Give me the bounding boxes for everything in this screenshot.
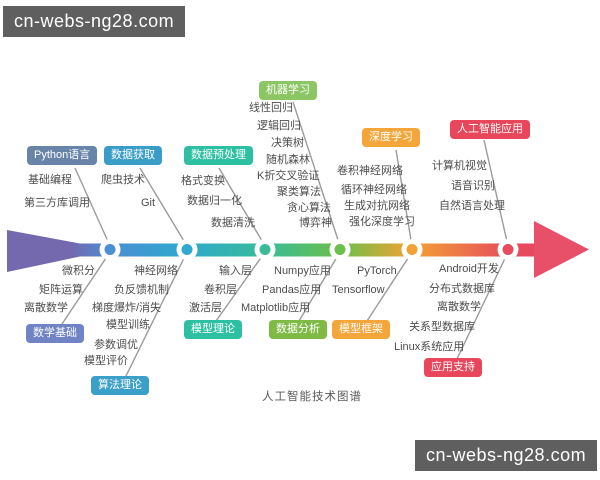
node-dot-2 — [181, 244, 193, 255]
item-matplotlib: Matplotlib应用 — [241, 302, 311, 314]
item-conv-layer: 卷积层 — [204, 284, 237, 296]
item-numpy: Numpy应用 — [274, 265, 331, 277]
item-parameter-tuning: 参数调优 — [94, 339, 138, 351]
rib-top-data-preprocessing — [218, 167, 266, 247]
item-neural-network: 神经网络 — [134, 265, 178, 277]
item-game-theory: 博弈神 — [299, 217, 332, 229]
item-linear-regression: 线性回归 — [249, 102, 293, 114]
item-relational-db: 关系型数据库 — [409, 321, 475, 333]
branch-label-math-foundation: 数学基础 — [26, 324, 84, 343]
item-nlp: 自然语言处理 — [439, 200, 505, 212]
branch-label-ai-application: 人工智能应用 — [450, 120, 530, 139]
item-android-dev: Android开发 — [439, 263, 499, 275]
branch-lines — [59, 101, 509, 379]
spine-bar — [70, 243, 537, 257]
node-dot-1 — [104, 244, 116, 255]
branch-label-app-support: 应用支持 — [424, 358, 482, 377]
rib-top-deep-learning — [395, 149, 413, 247]
item-gradient-explode-vanish: 梯度爆炸/消失 — [92, 302, 162, 314]
branch-label-machine-learning: 机器学习 — [259, 81, 317, 100]
item-greedy-algorithm: 贪心算法 — [287, 202, 331, 214]
item-tensorflow: Tensorflow — [332, 284, 385, 296]
rib-top-ai-application — [483, 139, 509, 247]
rib-top-machine-learning — [292, 101, 341, 247]
rib-bottom-data-analysis — [298, 251, 341, 322]
branch-label-data-analysis: 数据分析 — [269, 320, 327, 339]
item-third-party-libs: 第三方库调用 — [24, 197, 90, 209]
item-logistic-regression: 逻辑回归 — [257, 120, 301, 132]
branch-label-data-acquisition: 数据获取 — [104, 146, 162, 165]
item-calculus: 微积分 — [62, 265, 95, 277]
item-linux: Linux系统应用 — [394, 341, 465, 353]
item-basic-programming: 基础编程 — [28, 174, 72, 186]
item-deep-rl: 强化深度学习 — [349, 216, 415, 228]
item-format-transform: 格式变换 — [181, 175, 225, 187]
item-discrete-math: 离散数学 — [24, 302, 68, 314]
node-dot-6 — [502, 244, 514, 255]
item-decision-tree: 决策树 — [271, 137, 304, 149]
branch-label-model-framework: 模型框架 — [332, 320, 390, 339]
watermark-bottom-right: cn-webs-ng28.com — [415, 440, 598, 471]
branch-label-deep-learning: 深度学习 — [362, 128, 420, 147]
spine-tail — [7, 230, 80, 272]
item-pandas: Pandas应用 — [262, 284, 322, 296]
item-discrete-math-2: 离散数学 — [437, 301, 481, 313]
rib-bottom-model-theory — [215, 251, 266, 322]
item-rnn: 循环神经网络 — [341, 184, 407, 196]
item-cnn: 卷积神经网络 — [337, 165, 403, 177]
item-activation-layer: 激活层 — [189, 302, 222, 314]
item-input-layer: 输入层 — [219, 265, 252, 277]
branch-label-data-preprocessing: 数据预处理 — [184, 146, 253, 165]
rib-top-data-acquisition — [139, 167, 188, 247]
branch-label-python: Python语言 — [27, 146, 98, 165]
item-web-crawler: 爬虫技术 — [101, 174, 145, 186]
item-matrix-operations: 矩阵运算 — [39, 284, 83, 296]
spine-nodes — [99, 239, 519, 260]
rib-bottom-model-framework — [366, 251, 413, 322]
watermark-top-left: cn-webs-ng28.com — [3, 6, 186, 37]
item-kfold-cv: K折交叉验证 — [257, 170, 320, 182]
node-dot-3 — [259, 244, 271, 255]
item-pytorch: PyTorch — [357, 265, 397, 277]
rib-bottom-app-support — [455, 251, 509, 362]
item-model-training: 模型训练 — [106, 319, 150, 331]
item-data-cleaning: 数据清洗 — [211, 217, 255, 229]
branch-label-model-theory: 模型理论 — [184, 320, 242, 339]
item-gan: 生成对抗网络 — [344, 200, 410, 212]
rib-bottom-algorithm-theory — [124, 251, 188, 379]
rib-top-python — [74, 167, 111, 247]
item-git: Git — [141, 197, 156, 209]
diagram-title: 人工智能技术图谱 — [262, 391, 362, 403]
item-distributed-db: 分布式数据库 — [429, 283, 495, 295]
item-speech-recognition: 语音识别 — [451, 180, 495, 192]
rib-bottom-math-foundation — [59, 251, 111, 328]
item-clustering: 聚类算法 — [277, 186, 321, 198]
item-random-forest: 随机森林 — [266, 154, 310, 166]
node-dot-5 — [406, 244, 418, 255]
item-model-evaluation: 模型评价 — [84, 355, 128, 367]
item-negative-feedback: 负反馈机制 — [114, 284, 169, 296]
item-computer-vision: 计算机视觉 — [432, 160, 487, 172]
node-dot-4 — [334, 244, 346, 255]
spine-arrowhead — [534, 221, 589, 278]
item-normalization: 数据归一化 — [187, 195, 242, 207]
branch-label-algorithm-theory: 算法理论 — [91, 376, 149, 395]
